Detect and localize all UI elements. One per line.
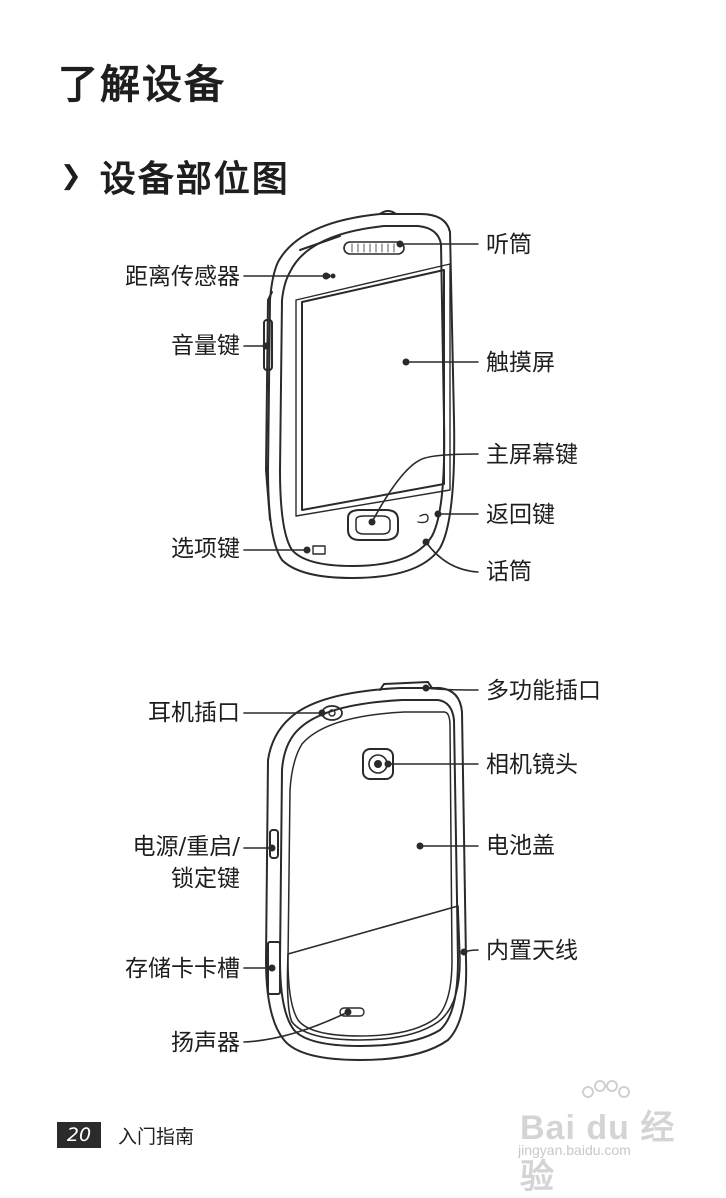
label-menu-key: 选项键 — [171, 536, 240, 562]
label-memory-card-slot: 存储卡卡槽 — [125, 956, 240, 982]
label-battery-cover: 电池盖 — [486, 833, 555, 859]
section-title-text: 设备部位图 — [99, 159, 290, 200]
section-title: ❯ 设备部位图 — [60, 150, 290, 202]
page-number: 20 — [57, 1122, 101, 1148]
footer-section-name: 入门指南 — [118, 1126, 195, 1148]
label-multifunction-jack: 多功能插口 — [486, 678, 601, 704]
label-touch-screen: 触摸屏 — [486, 350, 555, 376]
label-home-key: 主屏幕键 — [486, 442, 578, 468]
baidu-watermark: Bai du 经验 jingyan.baidu.com — [516, 1080, 686, 1196]
label-power-key-line1: 电源/重启/ — [132, 834, 241, 860]
label-microphone: 话筒 — [486, 559, 532, 585]
label-speaker: 扬声器 — [171, 1030, 240, 1056]
chevron-right-icon: ❯ — [60, 161, 84, 191]
label-proximity-sensor: 距离传感器 — [125, 264, 240, 290]
label-back-key: 返回键 — [486, 502, 555, 528]
page-title: 了解设备 — [58, 62, 226, 108]
label-power-key-line2: 锁定键 — [171, 866, 240, 892]
front-phone-illustration — [263, 210, 456, 579]
label-internal-antenna: 内置天线 — [486, 938, 578, 964]
watermark-brand: Bai du 经验 — [520, 1109, 676, 1196]
label-headset-jack: 耳机插口 — [148, 700, 240, 726]
watermark-url: jingyan.baidu.com — [518, 1142, 631, 1158]
label-earpiece: 听筒 — [486, 232, 532, 258]
back-phone-illustration — [265, 681, 468, 1061]
label-camera-lens: 相机镜头 — [486, 752, 578, 778]
paw-logo-icon — [582, 1080, 630, 1098]
label-volume-key: 音量键 — [171, 333, 240, 359]
